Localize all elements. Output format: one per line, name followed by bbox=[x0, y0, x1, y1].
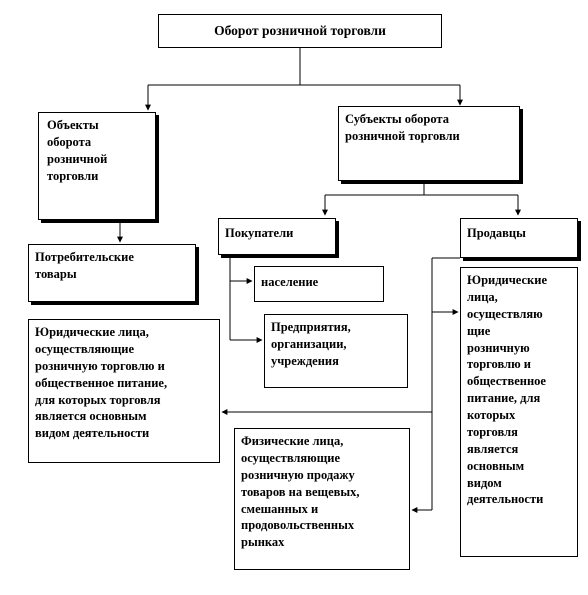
node-objects: Объекты оборота розничной торговли bbox=[38, 112, 156, 220]
node-consumer-goods: Потребительские товары bbox=[28, 244, 196, 302]
node-enterprises: Предприятия, организации, учреждения bbox=[264, 314, 408, 388]
node-sellers: Продавцы bbox=[460, 218, 578, 258]
node-legal-entities-left: Юридические лица, осуществляющие розничн… bbox=[28, 319, 220, 463]
node-population: население bbox=[254, 266, 384, 302]
node-buyers: Покупатели bbox=[218, 218, 336, 255]
node-legal-entities-right: Юридические лица, осуществляю щие рознич… bbox=[460, 267, 578, 557]
node-root: Оборот розничной торговли bbox=[158, 14, 442, 48]
node-individuals: Физические лица, осуществляющие розничну… bbox=[234, 428, 410, 570]
node-subjects: Субъекты оборота розничной торговли bbox=[338, 106, 520, 181]
